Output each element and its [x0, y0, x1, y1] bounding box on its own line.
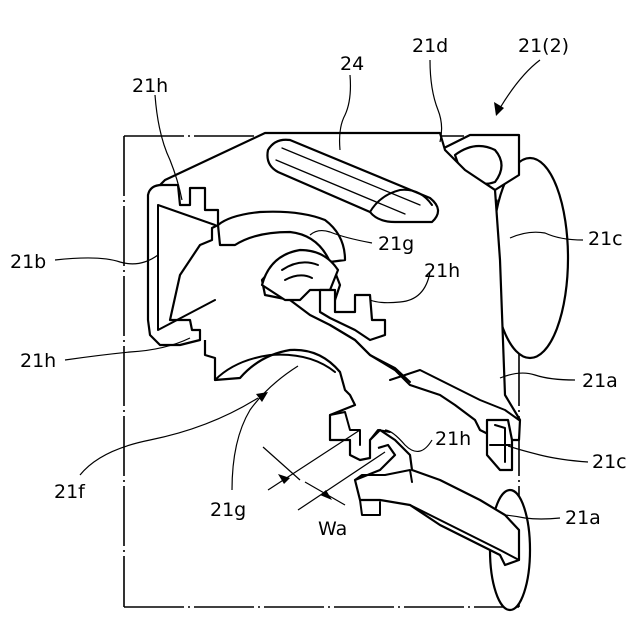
label-21h-mid: 21h — [424, 260, 460, 282]
label-24: 24 — [340, 53, 364, 75]
label-21f: 21f — [54, 481, 86, 503]
label-21c-upper: 21c — [588, 228, 623, 250]
step-lower-3 — [360, 500, 380, 515]
label-21g-lower: 21g — [210, 499, 246, 521]
leader-21f — [80, 398, 258, 475]
label-21a-lower: 21a — [565, 507, 601, 529]
leader-21c-lower — [508, 446, 588, 462]
label-21c-lower: 21c — [592, 451, 627, 473]
label-21b: 21b — [10, 251, 46, 273]
label-21h-left: 21h — [20, 350, 56, 372]
label-21a-upper: 21a — [582, 370, 618, 392]
label-21-2: 21(2) — [518, 35, 569, 57]
leader-21b — [55, 255, 158, 264]
dim-ext-upper — [263, 447, 300, 480]
label-21g-upper: 21g — [378, 233, 414, 255]
leader-21-2 — [500, 60, 540, 108]
label-21h-lower: 21h — [435, 428, 471, 450]
dim-line-upper — [268, 430, 360, 490]
part-drawing — [148, 133, 568, 610]
leader-21d — [430, 60, 442, 142]
leader-21a-upper — [500, 373, 575, 380]
label-21d: 21d — [412, 35, 448, 57]
label-wa: Wa — [318, 518, 347, 540]
label-21h-top: 21h — [132, 75, 168, 97]
